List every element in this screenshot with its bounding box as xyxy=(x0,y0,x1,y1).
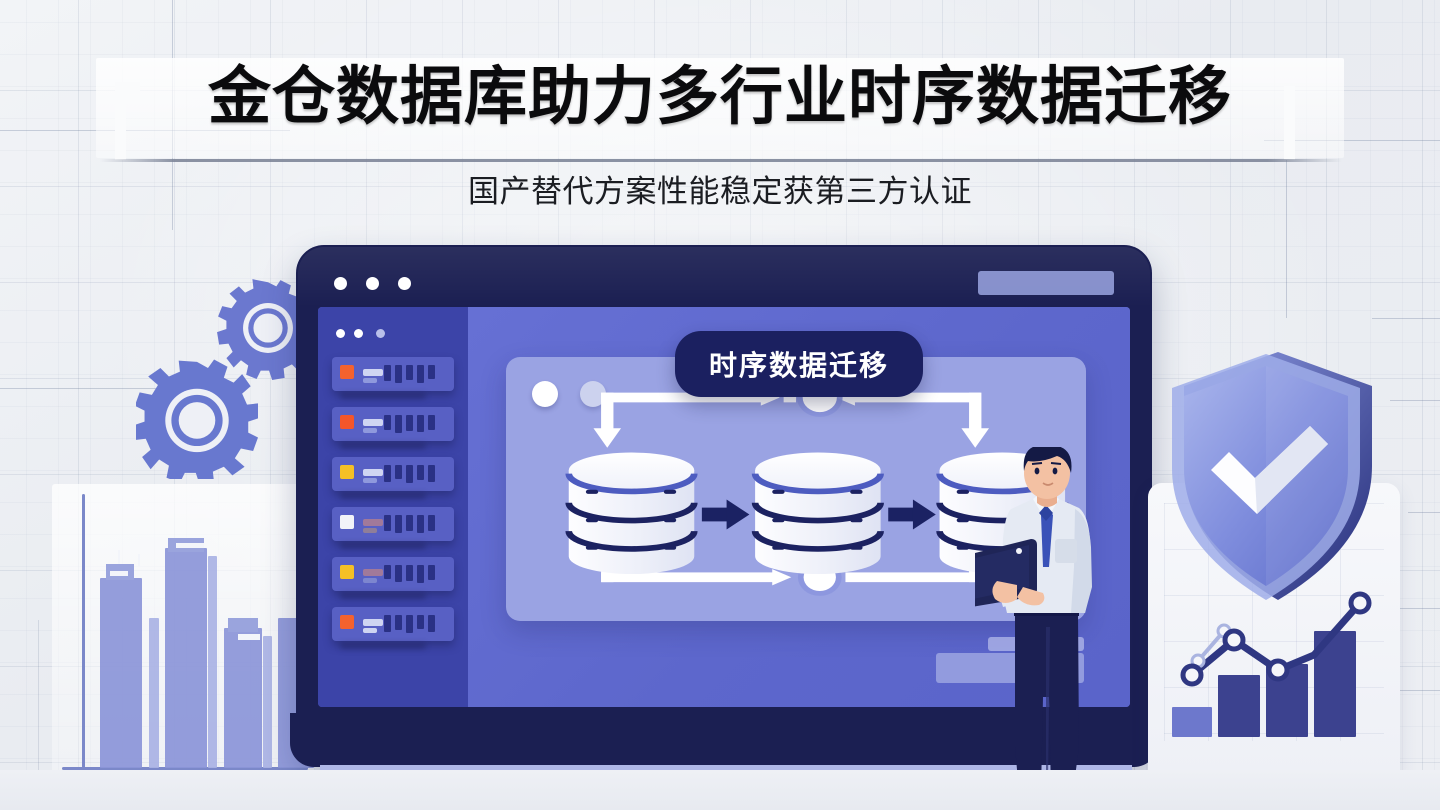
migration-diagram-card xyxy=(506,357,1086,621)
rack-label xyxy=(363,569,383,576)
sidebar-dot-1[interactable] xyxy=(336,329,345,338)
bar-cap-highlight xyxy=(110,571,128,576)
rack-meter xyxy=(384,565,446,583)
rack-shadow xyxy=(340,543,426,549)
grid-accent-line xyxy=(1372,318,1440,319)
gear-small-icon xyxy=(216,276,320,380)
page-title: 金仓数据库助力多行业时序数据迁移 xyxy=(208,62,1232,132)
bar-2-shade xyxy=(208,556,217,768)
rack-meter xyxy=(384,365,446,383)
grid-accent-line xyxy=(1286,86,1287,318)
laptop-base xyxy=(290,713,1158,767)
server-rack-3[interactable] xyxy=(332,457,454,491)
bar-1 xyxy=(100,578,142,768)
rack-shadow xyxy=(340,593,426,599)
laptop-device: 时序数据迁移 xyxy=(270,245,1170,805)
rack-label xyxy=(363,419,383,426)
analyst-with-tablet xyxy=(975,447,1092,806)
grid-accent-line xyxy=(1264,140,1440,141)
grid-accent-line xyxy=(1390,400,1440,401)
status-led xyxy=(340,515,354,529)
bar-cap-highlight xyxy=(176,543,204,548)
server-rack-5[interactable] xyxy=(332,557,454,591)
bar-cap-antenna xyxy=(138,554,140,566)
bar-2 xyxy=(165,548,207,768)
grid-accent-line xyxy=(1376,608,1440,609)
rack-meter xyxy=(384,465,446,483)
status-led xyxy=(340,465,354,479)
rack-sublabel xyxy=(363,578,377,583)
rack-shadow xyxy=(340,393,426,399)
chart-x-axis xyxy=(62,767,308,770)
bar-3 xyxy=(224,628,262,768)
sidebar-dot-3[interactable] xyxy=(376,329,385,338)
window-dot-2[interactable] xyxy=(366,277,379,290)
page-subtitle: 国产替代方案性能稳定获第三方认证 xyxy=(468,174,972,209)
rack-shadow xyxy=(340,443,426,449)
server-rack-6[interactable] xyxy=(332,607,454,641)
rack-label xyxy=(363,619,383,626)
status-led xyxy=(340,415,354,429)
window-toolbar-pill[interactable] xyxy=(978,271,1114,295)
rack-meter xyxy=(384,415,446,433)
rack-meter xyxy=(384,615,446,633)
screen-sidebar xyxy=(318,307,468,707)
status-badge: 时序数据迁移 xyxy=(674,331,924,397)
gear-large-icon xyxy=(136,357,258,479)
card-dot-1[interactable] xyxy=(532,381,558,407)
server-rack-4[interactable] xyxy=(332,507,454,541)
bar-1 xyxy=(1172,707,1212,737)
rack-sublabel xyxy=(363,428,377,433)
window-dot-1[interactable] xyxy=(334,277,347,290)
status-led xyxy=(340,615,354,629)
title-divider xyxy=(100,159,1342,162)
rack-sublabel xyxy=(363,628,377,633)
rack-label xyxy=(363,469,383,476)
grid-accent-line xyxy=(0,388,232,389)
title-tick-mark xyxy=(1284,86,1295,160)
rack-label xyxy=(363,369,383,376)
status-led xyxy=(340,565,354,579)
status-led xyxy=(340,365,354,379)
floor-band xyxy=(0,770,1440,810)
rack-shadow xyxy=(340,643,426,649)
rack-shadow xyxy=(340,493,426,499)
server-rack-2[interactable] xyxy=(332,407,454,441)
rack-sublabel xyxy=(363,378,377,383)
chart-y-axis xyxy=(82,494,85,768)
rack-sublabel xyxy=(363,478,377,483)
sidebar-dot-2[interactable] xyxy=(354,329,363,338)
window-dot-3[interactable] xyxy=(398,277,411,290)
laptop-lid: 时序数据迁移 xyxy=(296,245,1152,765)
rack-label xyxy=(363,519,383,526)
shield-check-icon xyxy=(1172,352,1372,600)
title-tick-mark xyxy=(126,82,140,94)
grid-accent-line xyxy=(38,620,39,810)
grid-accent-line xyxy=(1396,690,1440,691)
bar-cap-highlight xyxy=(238,634,260,640)
left-decor-bar-chart xyxy=(52,484,314,780)
bar-1-shade xyxy=(149,618,159,768)
bar-cap xyxy=(228,618,258,632)
grid-accent-line xyxy=(1408,512,1440,513)
bar-3-shade xyxy=(263,636,272,768)
trend-line xyxy=(1180,591,1372,687)
server-rack-1[interactable] xyxy=(332,357,454,391)
title-backdrop xyxy=(96,58,1344,158)
rack-meter xyxy=(384,515,446,533)
rack-sublabel xyxy=(363,528,377,533)
bar-2 xyxy=(1218,675,1260,737)
bar-cap-antenna xyxy=(118,550,120,564)
title-tick-mark xyxy=(115,82,126,160)
